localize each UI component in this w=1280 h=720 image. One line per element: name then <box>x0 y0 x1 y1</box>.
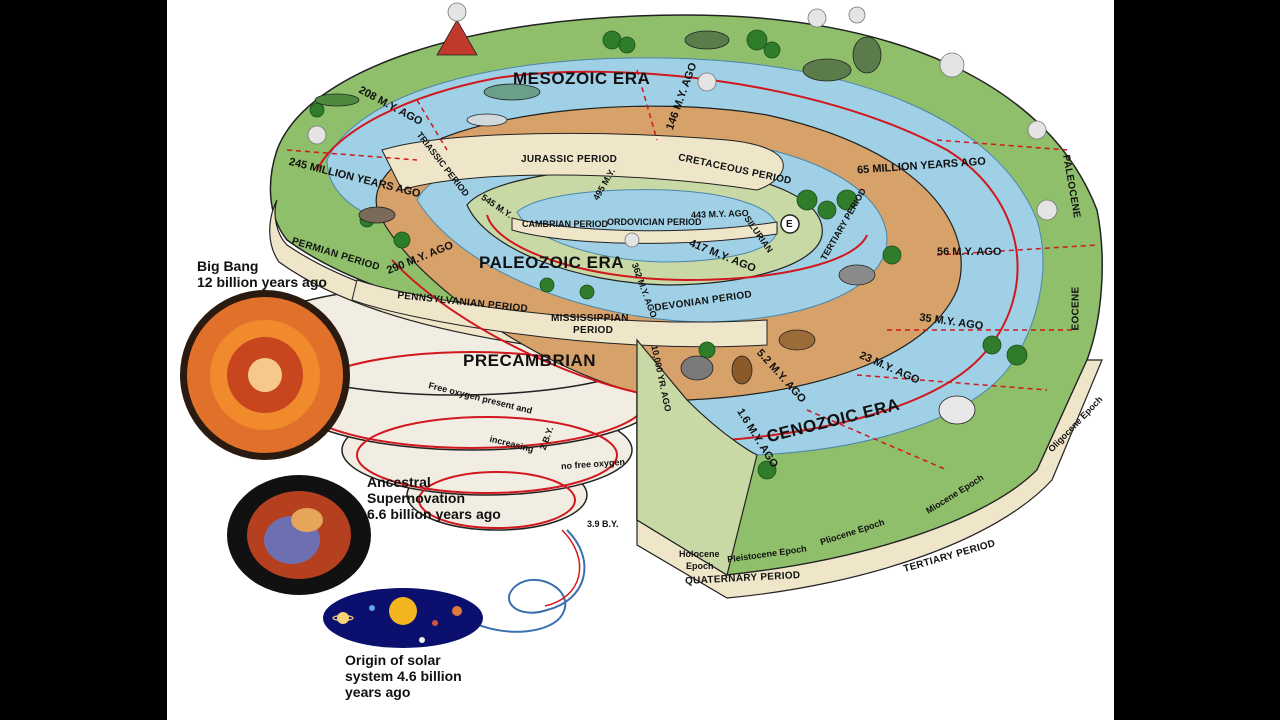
big-bang-line2: 12 billion years ago <box>197 274 327 290</box>
period-label-cambrian: CAMBRIAN PERIOD <box>522 219 609 229</box>
spiral-tail <box>466 529 586 633</box>
cenozoic-front-block <box>636 338 758 576</box>
supernova-line1: Ancestral <box>367 474 431 490</box>
big-bang-image <box>180 290 350 460</box>
period-label-mississippian-1: MISSISSIPPIAN <box>551 313 629 324</box>
big-bang-line1: Big Bang <box>197 258 259 274</box>
mesozoic-period-band <box>381 132 784 191</box>
era-label-precambrian: PRECAMBRIAN <box>463 351 596 370</box>
paleozoic-period-band <box>351 279 768 348</box>
cenozoic-side-band <box>636 359 1103 599</box>
period-label-ordovician: ORDOVICIAN PERIOD <box>607 217 702 227</box>
epoch-label-holocene-2: Epoch <box>686 561 714 571</box>
epoch-label-eocene: EOCENE <box>1070 286 1082 331</box>
dashed-boundaries <box>286 69 1098 471</box>
supernova-caption: Ancestral Supernovation 6.6 billion year… <box>367 474 501 522</box>
spiral-artwork <box>180 2 1103 648</box>
supernova-line3: 6.6 billion years ago <box>367 506 501 522</box>
date-label-443-my: 443 M.Y. AGO <box>690 207 749 221</box>
big-bang-caption: Big Bang 12 billion years ago <box>197 258 327 290</box>
solar-line2: system 4.6 billion <box>345 668 462 684</box>
supernova-line2: Supernovation <box>367 490 466 506</box>
volcano <box>436 19 478 56</box>
cambrian-band <box>511 217 778 244</box>
e-marker-label: E <box>786 219 793 230</box>
period-label-mississippian-2: PERIOD <box>573 325 614 336</box>
period-label-jurassic: JURASSIC PERIOD <box>521 154 618 165</box>
solar-line1: Origin of solar <box>345 652 441 668</box>
date-label-3-9-by: 3.9 B.Y. <box>587 519 619 529</box>
era-label-paleozoic: PALEOZOIC ERA <box>479 253 625 272</box>
era-label-mesozoic: MESOZOIC ERA <box>513 69 651 88</box>
e-marker-circle <box>780 214 800 234</box>
epoch-label-holocene-1: Holocene <box>679 549 720 559</box>
geologic-time-spiral-diagram: MESOZOIC ERA PALEOZOIC ERA CENOZOIC ERA … <box>167 0 1114 720</box>
creatures <box>314 30 976 425</box>
date-label-56-my: 56 M.Y. AGO <box>937 246 1002 258</box>
smoke-clouds <box>307 2 1058 248</box>
solar-system-image <box>323 588 483 648</box>
supernova-image <box>227 475 371 595</box>
solar-system-caption: Origin of solar system 4.6 billion years… <box>345 652 462 700</box>
solar-line3: years ago <box>345 684 411 700</box>
